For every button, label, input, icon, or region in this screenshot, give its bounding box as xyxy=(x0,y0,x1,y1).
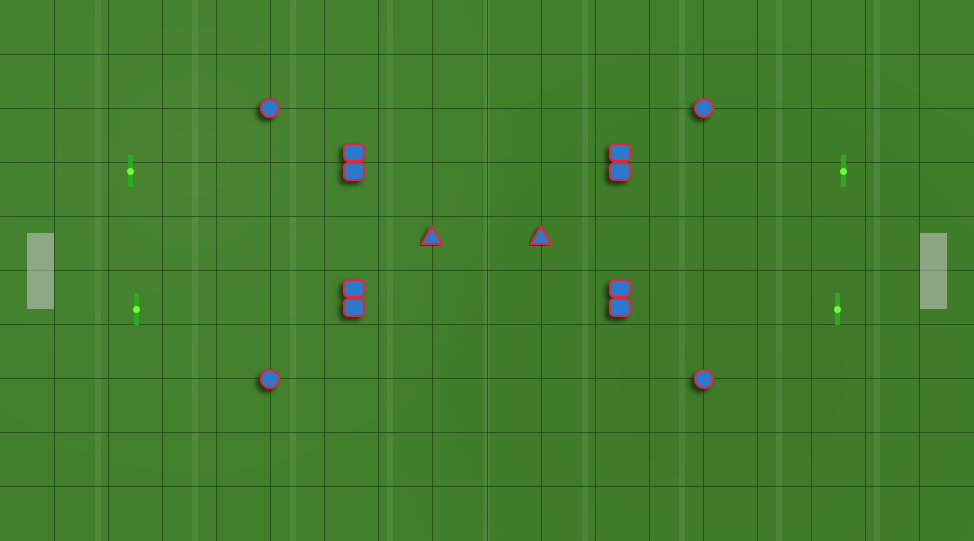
square-icon[interactable] xyxy=(343,279,365,298)
grid-line-horizontal xyxy=(0,54,974,55)
triangle-shape xyxy=(529,224,553,246)
grid-line-horizontal xyxy=(0,270,974,271)
spawn-dot xyxy=(133,306,140,313)
grid-line-horizontal xyxy=(0,162,974,163)
square-icon[interactable] xyxy=(343,298,365,317)
square-icon[interactable] xyxy=(609,298,631,317)
circle-icon[interactable] xyxy=(260,369,280,389)
grid-line-horizontal xyxy=(0,324,974,325)
grid-line-horizontal xyxy=(0,432,974,433)
spawn-marker-icon xyxy=(834,293,841,325)
circle-icon[interactable] xyxy=(694,369,714,389)
triangle-icon[interactable] xyxy=(420,224,444,246)
circle-icon[interactable] xyxy=(260,98,280,118)
circle-icon[interactable] xyxy=(694,98,714,118)
square-icon[interactable] xyxy=(343,162,365,181)
spawn-marker-icon xyxy=(840,155,847,187)
spawn-dot xyxy=(840,168,847,175)
triangle-shape xyxy=(420,224,444,246)
square-icon[interactable] xyxy=(343,143,365,162)
left-goal xyxy=(27,233,54,309)
spawn-dot xyxy=(127,168,134,175)
grid-line-horizontal xyxy=(0,486,974,487)
right-goal xyxy=(920,233,947,309)
grid-line-horizontal xyxy=(0,378,974,379)
spawn-dot xyxy=(834,306,841,313)
square-icon[interactable] xyxy=(609,143,631,162)
grid-line-horizontal xyxy=(0,216,974,217)
triangle-icon[interactable] xyxy=(529,224,553,246)
square-icon[interactable] xyxy=(609,162,631,181)
spawn-marker-icon xyxy=(133,293,140,325)
grid-line-horizontal xyxy=(0,108,974,109)
square-icon[interactable] xyxy=(609,279,631,298)
spawn-marker-icon xyxy=(127,155,134,187)
